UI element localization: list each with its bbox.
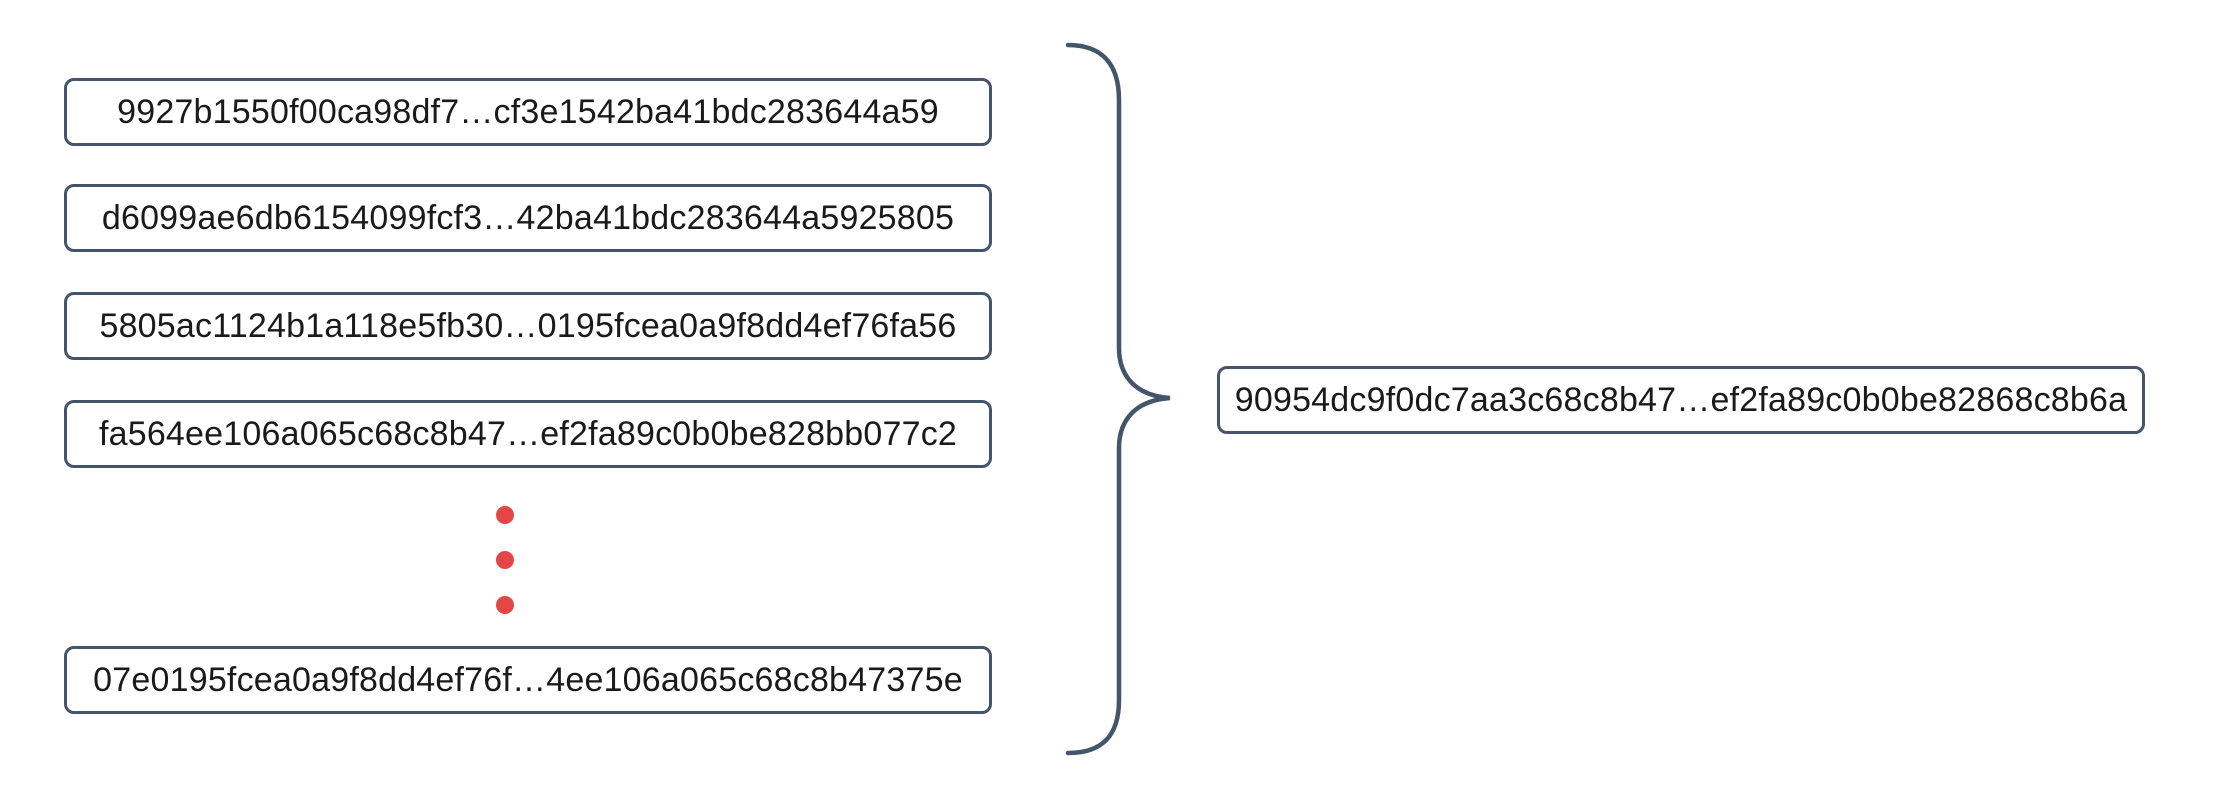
input-hash-text-4: fa564ee106a065c68c8b47…ef2fa89c0b0be828b… <box>98 414 958 453</box>
output-hash-box: 90954dc9f0dc7aa3c68c8b47…ef2fa89c0b0be82… <box>1217 366 2145 434</box>
input-hash-box-1: 9927b1550f00ca98df7…cf3e1542ba41bdc28364… <box>64 78 992 146</box>
input-hash-text-2: d6099ae6db6154099fcf3…42ba41bdc283644a59… <box>101 198 955 237</box>
ellipsis-dot-3 <box>496 596 514 614</box>
input-hash-box-3: 5805ac1124b1a118e5fb30…0195fcea0a9f8dd4e… <box>64 292 992 360</box>
input-hash-text-1: 9927b1550f00ca98df7…cf3e1542ba41bdc28364… <box>117 92 939 131</box>
ellipsis-dot-1 <box>496 506 514 524</box>
input-hash-box-5: 07e0195fcea0a9f8dd4ef76f…4ee106a065c68c8… <box>64 646 992 714</box>
output-hash-text: 90954dc9f0dc7aa3c68c8b47…ef2fa89c0b0be82… <box>1234 380 2128 419</box>
input-hash-box-4: fa564ee106a065c68c8b47…ef2fa89c0b0be828b… <box>64 400 992 468</box>
curly-brace-path <box>1065 42 1171 756</box>
input-hash-text-5: 07e0195fcea0a9f8dd4ef76f…4ee106a065c68c8… <box>93 660 963 699</box>
input-hash-text-3: 5805ac1124b1a118e5fb30…0195fcea0a9f8dd4e… <box>99 306 957 345</box>
curly-brace-icon <box>1065 42 1171 756</box>
ellipsis-dot-2 <box>496 551 514 569</box>
input-hash-box-2: d6099ae6db6154099fcf3…42ba41bdc283644a59… <box>64 184 992 252</box>
